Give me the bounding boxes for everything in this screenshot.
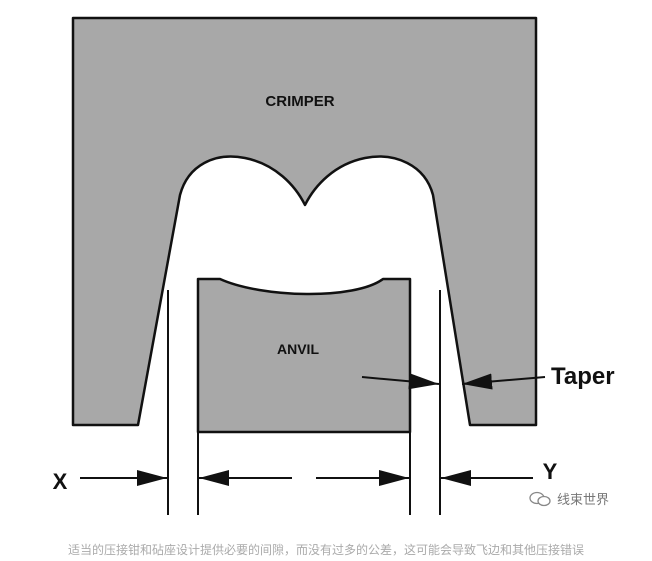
wechat-logo-icon	[529, 491, 551, 506]
anvil-label: ANVIL	[277, 341, 319, 357]
crimper-label: CRIMPER	[265, 93, 334, 110]
crimper-body	[71, 16, 538, 427]
clearance-arrow-left	[361, 373, 440, 390]
watermark: 线束世界	[529, 489, 609, 508]
taper-label: Taper	[551, 363, 615, 390]
anvil-body	[196, 277, 412, 434]
figure-caption: 适当的压接钳和砧座设计提供必要的间隙，而没有过多的公差，这可能会导致飞边和其他压…	[67, 543, 584, 557]
taper-arrow	[461, 373, 546, 390]
y-label: Y	[543, 459, 558, 484]
x-label: X	[53, 469, 68, 494]
watermark-text: 线束世界	[557, 493, 610, 508]
